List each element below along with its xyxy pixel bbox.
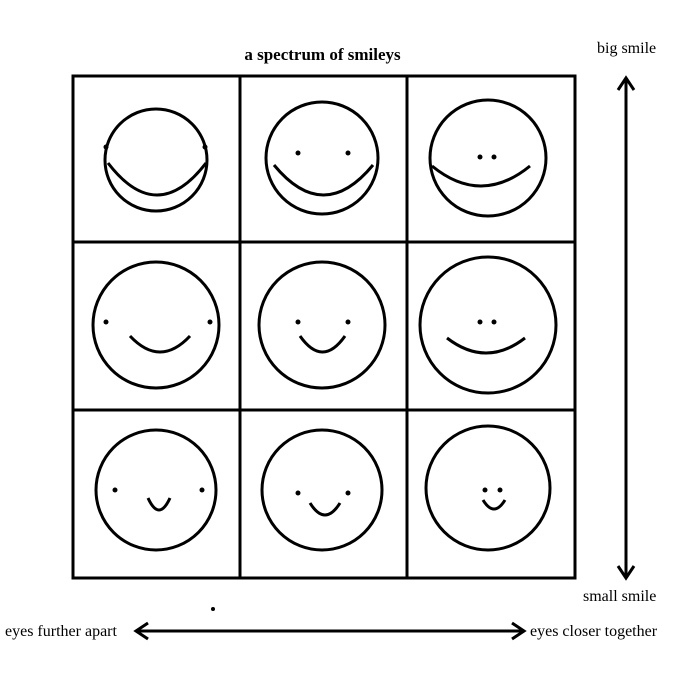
- horizontal-arrow: [133, 621, 527, 641]
- eye: [482, 487, 488, 493]
- eye: [112, 487, 118, 493]
- smiley-face-r1-c3: [428, 98, 548, 218]
- diagram-title: a spectrum of smileys: [244, 45, 401, 64]
- smiley-face-r1-c2: [264, 100, 380, 216]
- eye: [295, 150, 301, 156]
- eye: [345, 150, 351, 156]
- smiley-face-r3-c1: [94, 428, 218, 552]
- eye: [199, 487, 205, 493]
- face-outline: [424, 424, 552, 552]
- mouth: [308, 502, 342, 517]
- eye: [207, 319, 213, 325]
- label-eyes-closer-together: eyes closer together: [530, 623, 658, 640]
- smiley-face-r1-c1: [103, 107, 209, 213]
- eye: [295, 490, 301, 496]
- eye: [202, 144, 208, 150]
- face-outline: [260, 428, 384, 552]
- eye: [295, 319, 301, 325]
- vertical-arrow: [616, 75, 636, 581]
- face-outline: [94, 428, 218, 552]
- mouth: [146, 497, 172, 512]
- eye: [103, 144, 109, 150]
- label-big-smile: big smile: [597, 40, 657, 57]
- eye: [497, 487, 503, 493]
- mouth: [128, 334, 192, 354]
- eye: [103, 319, 109, 325]
- face-outline: [428, 98, 548, 218]
- mouth: [446, 336, 526, 355]
- smiley-face-r3-c2: [260, 428, 384, 552]
- face-outline: [264, 100, 380, 216]
- eye: [477, 154, 483, 160]
- face-outline: [257, 260, 387, 390]
- mouth: [481, 499, 507, 511]
- mouth: [431, 164, 531, 188]
- face-outline: [103, 107, 209, 213]
- face-outline: [91, 260, 221, 390]
- eye: [345, 319, 351, 325]
- smiley-face-r2-c3: [418, 255, 558, 395]
- grid-border: [71, 74, 577, 580]
- eye: [477, 319, 483, 325]
- label-eyes-further-apart: eyes further apart: [5, 623, 117, 640]
- mouth: [298, 335, 347, 354]
- eye: [345, 490, 351, 496]
- smiley-face-r3-c3: [424, 424, 552, 552]
- eye: [491, 319, 497, 325]
- label-small-smile: small smile: [583, 588, 657, 605]
- face-outline: [418, 255, 558, 395]
- smiley-face-r2-c2: [257, 260, 387, 390]
- stray-dot: [211, 607, 215, 611]
- eye: [491, 154, 497, 160]
- mouth: [272, 164, 375, 197]
- smiley-face-r2-c1: [91, 260, 221, 390]
- mouth: [106, 162, 208, 197]
